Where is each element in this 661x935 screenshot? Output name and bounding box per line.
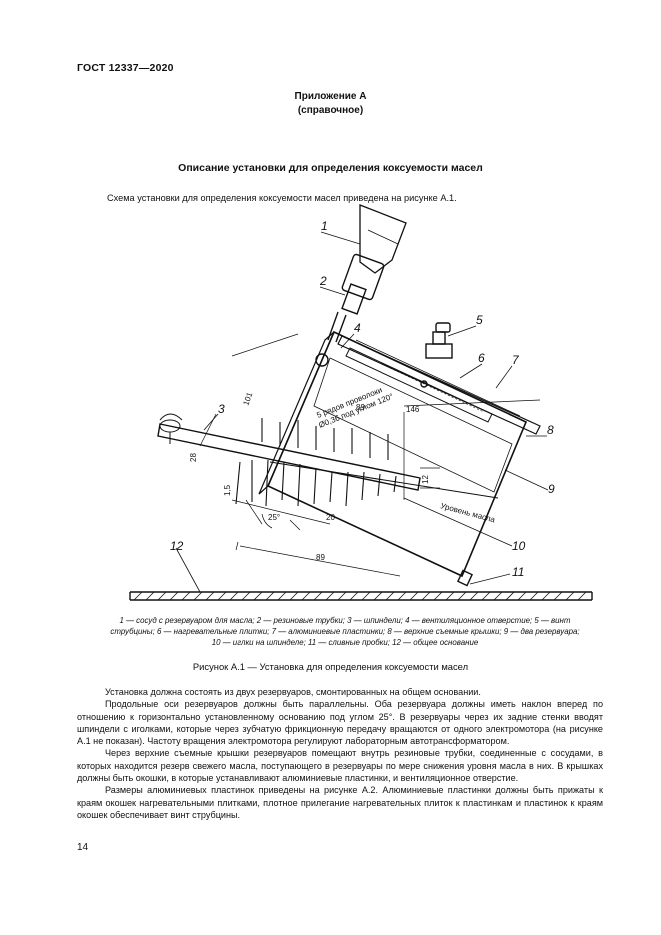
dim-89-bottom: 89 — [316, 553, 325, 562]
callout-1: 1 — [321, 219, 328, 233]
dim-25-deg: 25° — [268, 513, 280, 522]
legend-line-2: струбцины; 6 — нагревательные плитки; 7 … — [110, 627, 580, 637]
oil-level-label: Уровень масла — [439, 501, 496, 524]
reservoir-body — [258, 330, 528, 587]
page-number: 14 — [77, 842, 89, 853]
callout-12: 12 — [170, 539, 184, 553]
clamp-screw — [420, 322, 453, 388]
callout-11: 11 — [512, 565, 524, 579]
appendix-subtitle: (справочное) — [297, 105, 364, 116]
intro-text: Схема установки для определения коксуемо… — [107, 193, 457, 203]
legend-line-3: 10 — иглки на шпинделе; 11 — сливные про… — [211, 638, 479, 648]
dim-1-5: 1,5 — [223, 484, 232, 496]
figure-caption: Рисунок А.1 — Установка для определения … — [192, 661, 469, 672]
spindle — [157, 413, 421, 491]
dimension-lines — [199, 333, 541, 577]
callout-numbers: 1 2 3 4 5 6 7 8 9 10 11 12 — [170, 219, 555, 579]
dim-20: 20 — [326, 513, 335, 522]
callout-7: 7 — [512, 353, 520, 367]
top-lid — [337, 335, 541, 435]
paragraph-3: Через верхние съемные крышки резервуаров… — [77, 748, 603, 784]
section-title: Описание установки для определения коксу… — [178, 162, 483, 174]
paragraph-1: Установка должна состоять из двух резерв… — [105, 687, 481, 697]
callout-2: 2 — [319, 274, 327, 288]
callout-6: 6 — [478, 351, 485, 365]
callout-3: 3 — [218, 402, 225, 416]
dim-89-top: 89 — [356, 403, 365, 412]
figure-legend: 1 — сосуд с резервуаром для масла; 2 — р… — [75, 615, 615, 649]
document-header: ГОСТ 12337—2020 — [77, 62, 174, 74]
paragraph-4: Размеры алюминиевых пластинок приведены … — [77, 785, 603, 820]
legend-line-1: 1 — сосуд с резервуаром для масла; 2 — р… — [119, 616, 571, 625]
body-text: Установка должна состоять из двух резерв… — [77, 686, 603, 821]
dim-146: 146 — [406, 405, 420, 414]
callout-leaders — [175, 231, 549, 593]
callout-9: 9 — [548, 482, 555, 496]
common-base — [129, 591, 593, 601]
callout-10: 10 — [512, 539, 526, 553]
dim-101: 101 — [241, 391, 254, 407]
callout-5: 5 — [476, 313, 483, 327]
callout-8: 8 — [547, 423, 554, 437]
dim-12: 12 — [421, 475, 430, 484]
paragraph-2: Продольные оси резервуаров должны быть п… — [77, 699, 603, 747]
figure-a1-drawing: 1 2 3 4 5 6 7 8 9 10 11 12 89 146 101 28… — [129, 204, 593, 601]
oil-vessel — [315, 204, 407, 367]
appendix-title: Приложение А — [294, 91, 367, 102]
dim-28: 28 — [189, 453, 198, 462]
spindle-needles — [235, 418, 397, 507]
callout-4: 4 — [354, 321, 361, 335]
